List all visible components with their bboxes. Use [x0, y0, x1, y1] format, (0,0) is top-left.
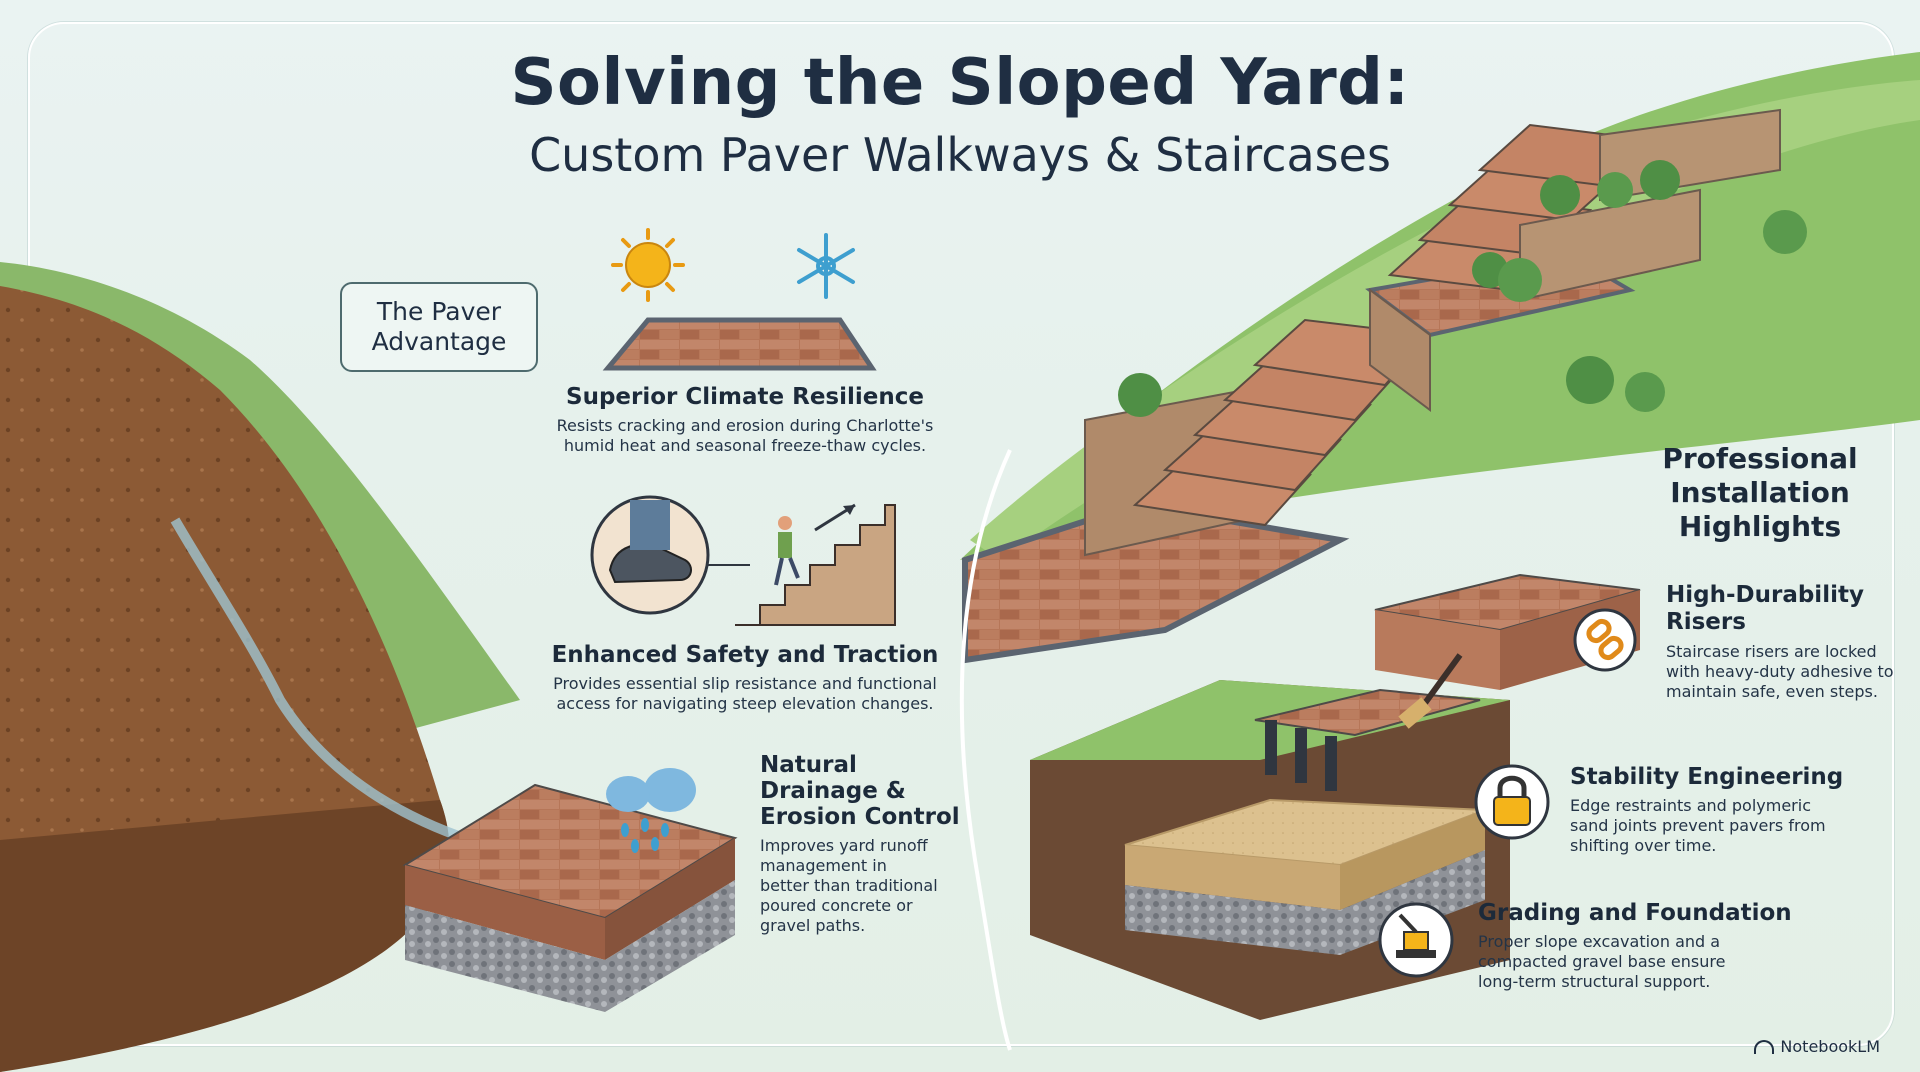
section-divider-curve: [959, 449, 1012, 1051]
climate-paver-slab: [602, 317, 877, 371]
drainage-line-2: management in: [760, 856, 887, 875]
climate-resilience-heading: Superior Climate Resilience: [566, 384, 924, 410]
safety-traction-heading: Enhanced Safety and Traction: [551, 642, 939, 668]
installation-heading-line-1: Professional: [1662, 442, 1858, 475]
rain-cloud-icon: [606, 768, 696, 853]
drainage-block: Natural Drainage & Erosion Control Impro…: [760, 752, 990, 936]
shrubs: [1118, 160, 1807, 417]
climate-resilience-line-1: Resists cracking and erosion during Char…: [556, 416, 934, 435]
grading-line-3: long-term structural support.: [1478, 972, 1711, 991]
installation-heading: Professional Installation Highlights: [1620, 442, 1900, 544]
person-climbing-stairs-icon: [735, 503, 896, 626]
snowflake-icon: [797, 233, 855, 299]
installation-heading-line-3: Highlights: [1678, 510, 1842, 543]
notebooklm-brand: NotebookLM: [1754, 1037, 1880, 1056]
notebooklm-logo-icon: [1754, 1039, 1775, 1054]
badge-line-2: Advantage: [371, 327, 507, 356]
page-subtitle: Custom Paver Walkways & Staircases: [529, 128, 1391, 182]
stability-line-3: shifting over time.: [1570, 836, 1717, 855]
risers-line-2: with heavy-duty adhesive to: [1666, 662, 1894, 681]
brand-label: NotebookLM: [1780, 1037, 1880, 1056]
risers-line-1: Staircase risers are locked: [1666, 642, 1877, 661]
plate-compactor-icon: [1378, 902, 1454, 978]
safety-traction-line-2: access for navigating steep elevation ch…: [556, 694, 934, 713]
stability-engineering-block: Stability Engineering Edge restraints an…: [1570, 764, 1890, 856]
drainage-line-1: Improves yard runoff: [760, 836, 928, 855]
erosion-paver-block: [402, 783, 738, 1012]
sun-icon: [611, 228, 685, 302]
drainage-line-5: gravel paths.: [760, 916, 866, 935]
drainage-line-4: poured concrete or: [760, 896, 913, 915]
high-durability-risers-block: High-Durability Risers Staircase risers …: [1666, 582, 1896, 702]
paver-advantage-badge: The Paver Advantage: [340, 282, 538, 372]
drainage-heading-1: Natural: [760, 752, 857, 778]
grading-line-1: Proper slope excavation and a: [1478, 932, 1721, 951]
installation-heading-line-2: Installation: [1670, 476, 1850, 509]
drainage-line-3: better than traditional: [760, 876, 938, 895]
drainage-heading-2: Drainage &: [760, 778, 906, 804]
grading-heading: Grading and Foundation: [1478, 900, 1792, 926]
risers-line-3: maintain safe, even steps.: [1666, 682, 1878, 701]
safety-traction-line-1: Provides essential slip resistance and f…: [553, 674, 937, 693]
grading-line-2: compacted gravel base ensure: [1478, 952, 1726, 971]
stability-line-1: Edge restraints and polymeric: [1570, 796, 1811, 815]
eroded-hillside: [0, 262, 520, 1072]
chain-link-icon: [1573, 608, 1637, 672]
shoe-traction-icon: [590, 495, 750, 615]
padlock-icon: [1474, 764, 1550, 840]
grading-foundation-block: Grading and Foundation Proper slope exca…: [1478, 900, 1838, 992]
drainage-heading-3: Erosion Control: [760, 804, 960, 830]
stability-heading: Stability Engineering: [1570, 764, 1844, 790]
safety-traction-block: Enhanced Safety and Traction Provides es…: [530, 642, 960, 714]
climate-resilience-block: Superior Climate Resilience Resists crac…: [520, 384, 970, 456]
climate-resilience-line-2: humid heat and seasonal freeze-thaw cycl…: [563, 436, 927, 455]
page-title: Solving the Sloped Yard:: [510, 46, 1410, 120]
risers-heading-2: Risers: [1666, 609, 1746, 635]
stability-line-2: sand joints prevent pavers from: [1570, 816, 1826, 835]
badge-line-1: The Paver: [376, 297, 502, 326]
risers-heading-1: High-Durability: [1666, 582, 1864, 608]
